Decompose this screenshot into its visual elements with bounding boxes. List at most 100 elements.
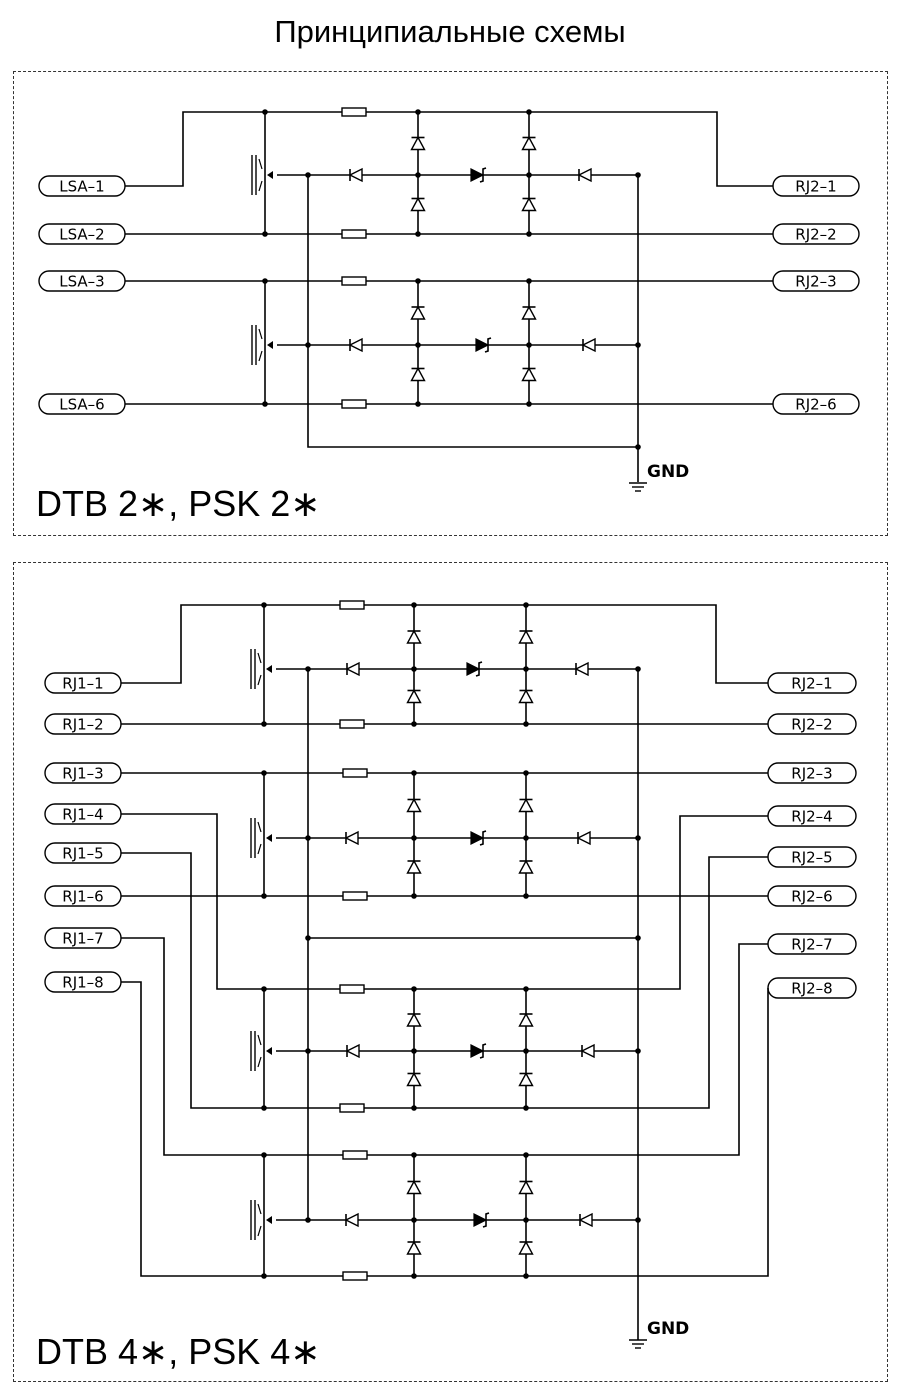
diode bbox=[406, 629, 422, 644]
wire bbox=[121, 981, 769, 1277]
diode bbox=[576, 830, 591, 846]
junction-dot bbox=[411, 986, 417, 992]
junction-dot bbox=[523, 893, 529, 899]
arrester-arrow bbox=[257, 843, 262, 855]
resistor bbox=[339, 719, 365, 729]
junction-dot bbox=[415, 401, 421, 407]
terminal-text: RJ2–1 bbox=[791, 675, 832, 693]
diode bbox=[410, 367, 426, 382]
junction-dot bbox=[415, 109, 421, 115]
terminal-label: RJ1–4 bbox=[44, 803, 122, 825]
diode bbox=[581, 337, 596, 353]
diode bbox=[518, 629, 534, 644]
terminal-label: RJ2–2 bbox=[772, 223, 860, 245]
diode bbox=[410, 197, 426, 212]
ground-label: GND bbox=[647, 1319, 689, 1339]
arrester-arrowhead bbox=[266, 665, 272, 673]
terminal-label: RJ2–7 bbox=[767, 933, 857, 955]
junction-dot bbox=[305, 935, 311, 941]
terminal-label: RJ1–5 bbox=[44, 842, 122, 864]
terminal-label: RJ2–6 bbox=[772, 393, 860, 415]
terminal-text: RJ1–4 bbox=[62, 806, 103, 824]
resistor bbox=[341, 276, 367, 286]
diode bbox=[518, 798, 534, 813]
terminal-label: RJ2–5 bbox=[767, 846, 857, 868]
diode bbox=[406, 1072, 422, 1087]
junction-dot bbox=[411, 893, 417, 899]
arrester-arrowhead bbox=[266, 834, 272, 842]
diode bbox=[577, 167, 592, 183]
terminal-text: RJ2–1 bbox=[795, 178, 836, 196]
arrester-arrow bbox=[258, 158, 263, 170]
arrester-arrow bbox=[257, 674, 262, 686]
wire bbox=[307, 175, 638, 448]
tvs-diode-bar bbox=[479, 830, 487, 846]
tvs-diode bbox=[473, 1213, 488, 1227]
diode bbox=[348, 337, 363, 353]
terminal-text: RJ1–2 bbox=[62, 716, 103, 734]
terminal-text: RJ2–8 bbox=[791, 980, 832, 998]
wire bbox=[121, 604, 768, 684]
tvs-diode-bar bbox=[479, 1043, 487, 1059]
terminal-text: RJ2–6 bbox=[795, 396, 836, 414]
arrester-arrow bbox=[258, 328, 263, 340]
arrester-arrowhead bbox=[266, 1047, 272, 1055]
terminal-text: RJ2–5 bbox=[791, 849, 832, 867]
arrester-arrowhead bbox=[267, 171, 273, 179]
diode bbox=[410, 136, 426, 151]
terminal-label: RJ2–2 bbox=[767, 713, 857, 735]
terminal-label: RJ2–6 bbox=[767, 885, 857, 907]
terminal-label: RJ1–2 bbox=[44, 713, 122, 735]
terminal-label: RJ2–3 bbox=[767, 762, 857, 784]
diode bbox=[345, 1043, 360, 1059]
terminal-text: RJ1–5 bbox=[62, 845, 103, 863]
terminal-text: RJ1–3 bbox=[62, 765, 103, 783]
diode bbox=[521, 305, 537, 320]
junction-dot bbox=[523, 986, 529, 992]
schematic-panel-dtb4: DTB 4∗, PSK 4∗ bbox=[13, 562, 888, 1382]
page-title: Принципиальные схемы bbox=[274, 14, 626, 49]
diode bbox=[518, 1240, 534, 1255]
wire bbox=[125, 111, 773, 187]
terminal-text: RJ2–2 bbox=[795, 226, 836, 244]
terminal-text: LSA–6 bbox=[59, 396, 104, 414]
tvs-diode-bar bbox=[475, 661, 483, 677]
junction-dot bbox=[526, 231, 532, 237]
junction-dot bbox=[523, 770, 529, 776]
tvs-diode-bar bbox=[479, 167, 487, 183]
diode bbox=[578, 1212, 593, 1228]
terminal-text: LSA–2 bbox=[59, 226, 104, 244]
terminal-text: RJ1–6 bbox=[62, 888, 103, 906]
tvs-diode-bar bbox=[484, 337, 492, 353]
arrester-arrowhead bbox=[267, 341, 273, 349]
junction-dot bbox=[411, 770, 417, 776]
resistor bbox=[339, 984, 365, 994]
diode bbox=[518, 1072, 534, 1087]
terminal-label: RJ1–3 bbox=[44, 762, 122, 784]
arrester-arrow bbox=[257, 1056, 262, 1068]
tvs-diode bbox=[470, 831, 485, 845]
terminal-text: RJ2–6 bbox=[791, 888, 832, 906]
diode bbox=[406, 689, 422, 704]
terminal-text: RJ2–3 bbox=[791, 765, 832, 783]
diode bbox=[345, 661, 360, 677]
arrester-arrow bbox=[258, 350, 263, 362]
resistor bbox=[341, 107, 367, 117]
junction-dot bbox=[411, 721, 417, 727]
resistor bbox=[339, 600, 365, 610]
tvs-diode-bar bbox=[482, 1212, 490, 1228]
diode bbox=[406, 1240, 422, 1255]
terminal-label: RJ1–8 bbox=[44, 971, 122, 993]
diode bbox=[410, 305, 426, 320]
diode bbox=[521, 367, 537, 382]
terminal-text: RJ1–7 bbox=[62, 930, 103, 948]
tvs-diode bbox=[470, 1044, 485, 1058]
terminal-label: LSA–3 bbox=[38, 270, 126, 292]
tvs-diode bbox=[466, 662, 481, 676]
terminal-text: LSA–1 bbox=[59, 178, 104, 196]
terminal-label: RJ2–4 bbox=[767, 805, 857, 827]
diode bbox=[348, 167, 363, 183]
arrester-arrow bbox=[258, 180, 263, 192]
terminal-label: RJ1–1 bbox=[44, 672, 122, 694]
terminal-label: RJ1–7 bbox=[44, 927, 122, 949]
